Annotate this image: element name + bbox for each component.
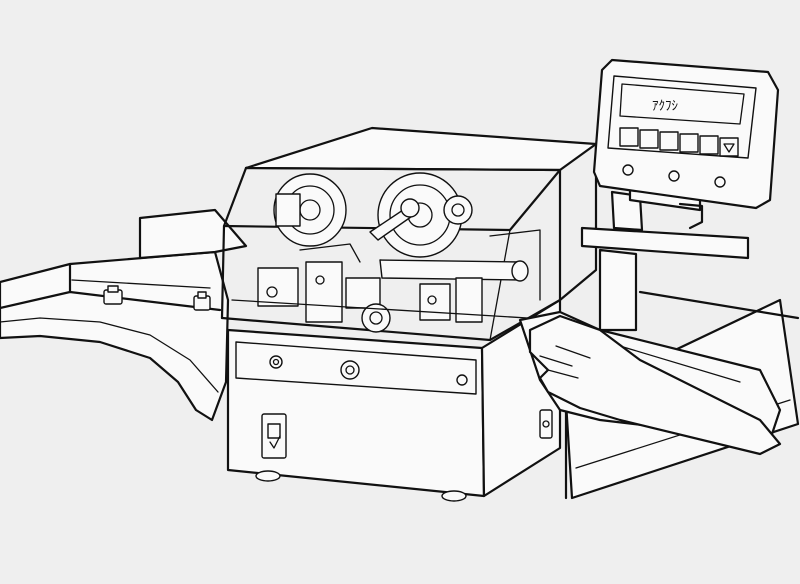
knob	[456, 374, 468, 386]
monitor-button	[668, 170, 680, 182]
knob	[340, 360, 360, 380]
touchscreen-monitor: ｱｸﾌｼ	[592, 58, 780, 210]
conveyor-guide-clamp	[103, 285, 123, 305]
power-switch	[261, 413, 287, 459]
screen-icon-row	[619, 127, 739, 157]
conveyor-guide-clamp	[193, 291, 211, 311]
screen-title-text: ｱｸﾌｼ	[652, 99, 679, 114]
gloved-hand	[528, 314, 782, 456]
infeed-conveyor	[0, 208, 248, 422]
monitor-button	[714, 176, 726, 188]
monitor-button	[622, 164, 634, 176]
side-socket	[539, 409, 553, 439]
machine-cabinet	[226, 298, 562, 502]
knob	[269, 355, 283, 369]
film-roll-mechanism	[231, 172, 561, 333]
